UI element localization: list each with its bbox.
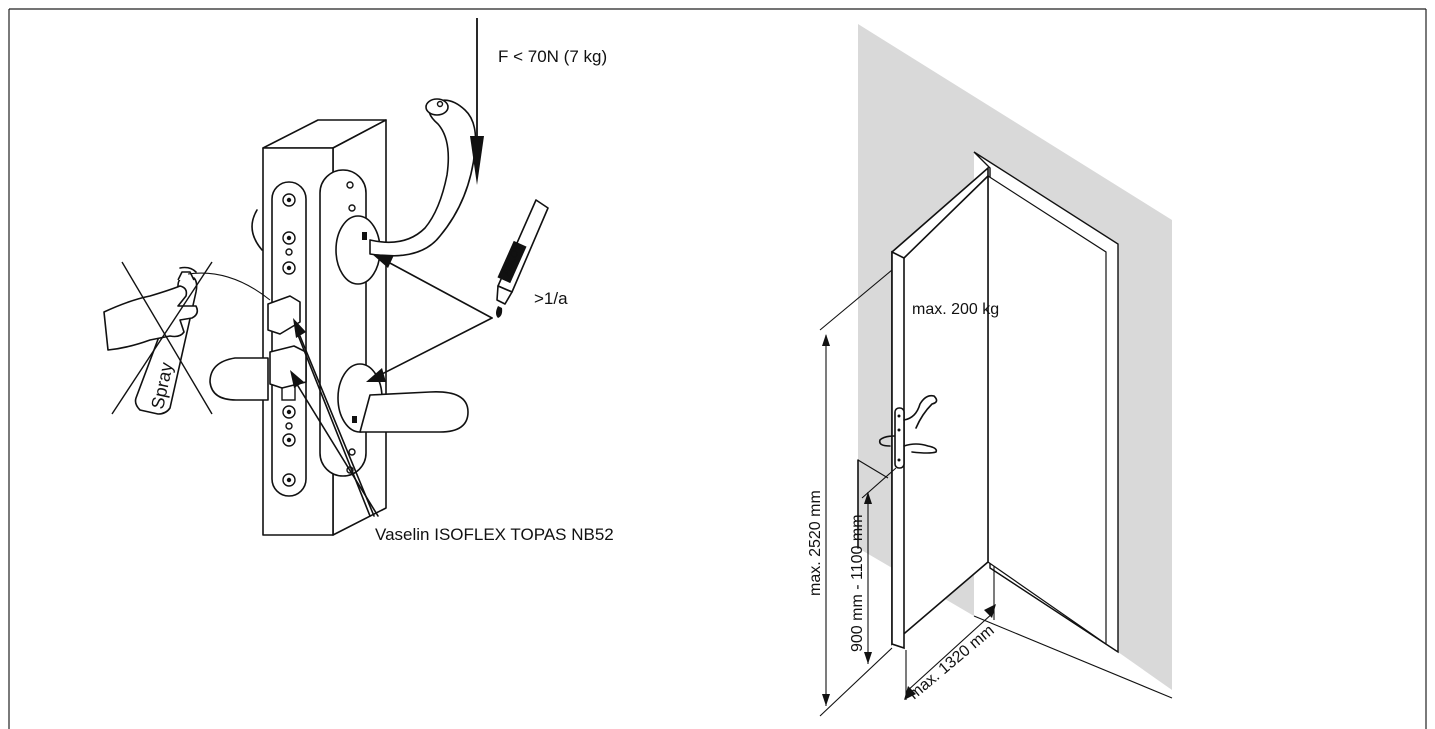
upper-lever-handle [335,98,477,285]
width-dimension [904,566,996,700]
frequency-label: >1/a [534,289,568,308]
lubricant-tube-icon: ABLOY [496,199,549,318]
handle-height-dimension [861,467,897,664]
latch-lubrication-arrows [290,318,379,517]
height-label: max. 2520 mm [807,490,824,596]
handle-height-label: 900 mm - 1100 mm [849,514,866,652]
door-dimension-panel: max. 200 kg max. 2520 mm 900 mm - 1100 m… [807,24,1173,717]
faceplate-screw-holes [281,193,296,487]
lock-case [251,119,387,536]
hand-icon [103,266,199,351]
door-lock-handles [878,394,938,469]
lubricant-label: Vaselin ISOFLEX TOPAS NB52 [375,525,614,544]
lock-maintenance-panel: F < 70N (7 kg) ABLOY >1/a Vaselin ISOFLE… [103,18,614,544]
lubrication-arrows [366,254,493,382]
height-dimension [819,334,893,717]
page-frame [8,8,1427,729]
door-leaf [891,166,989,646]
prohibition-cross [111,261,213,415]
width-label: max. 1320 mm [906,622,998,703]
force-label: F < 70N (7 kg) [498,47,607,66]
weight-label: max. 200 kg [912,301,999,318]
force-arrow-icon [470,18,484,185]
